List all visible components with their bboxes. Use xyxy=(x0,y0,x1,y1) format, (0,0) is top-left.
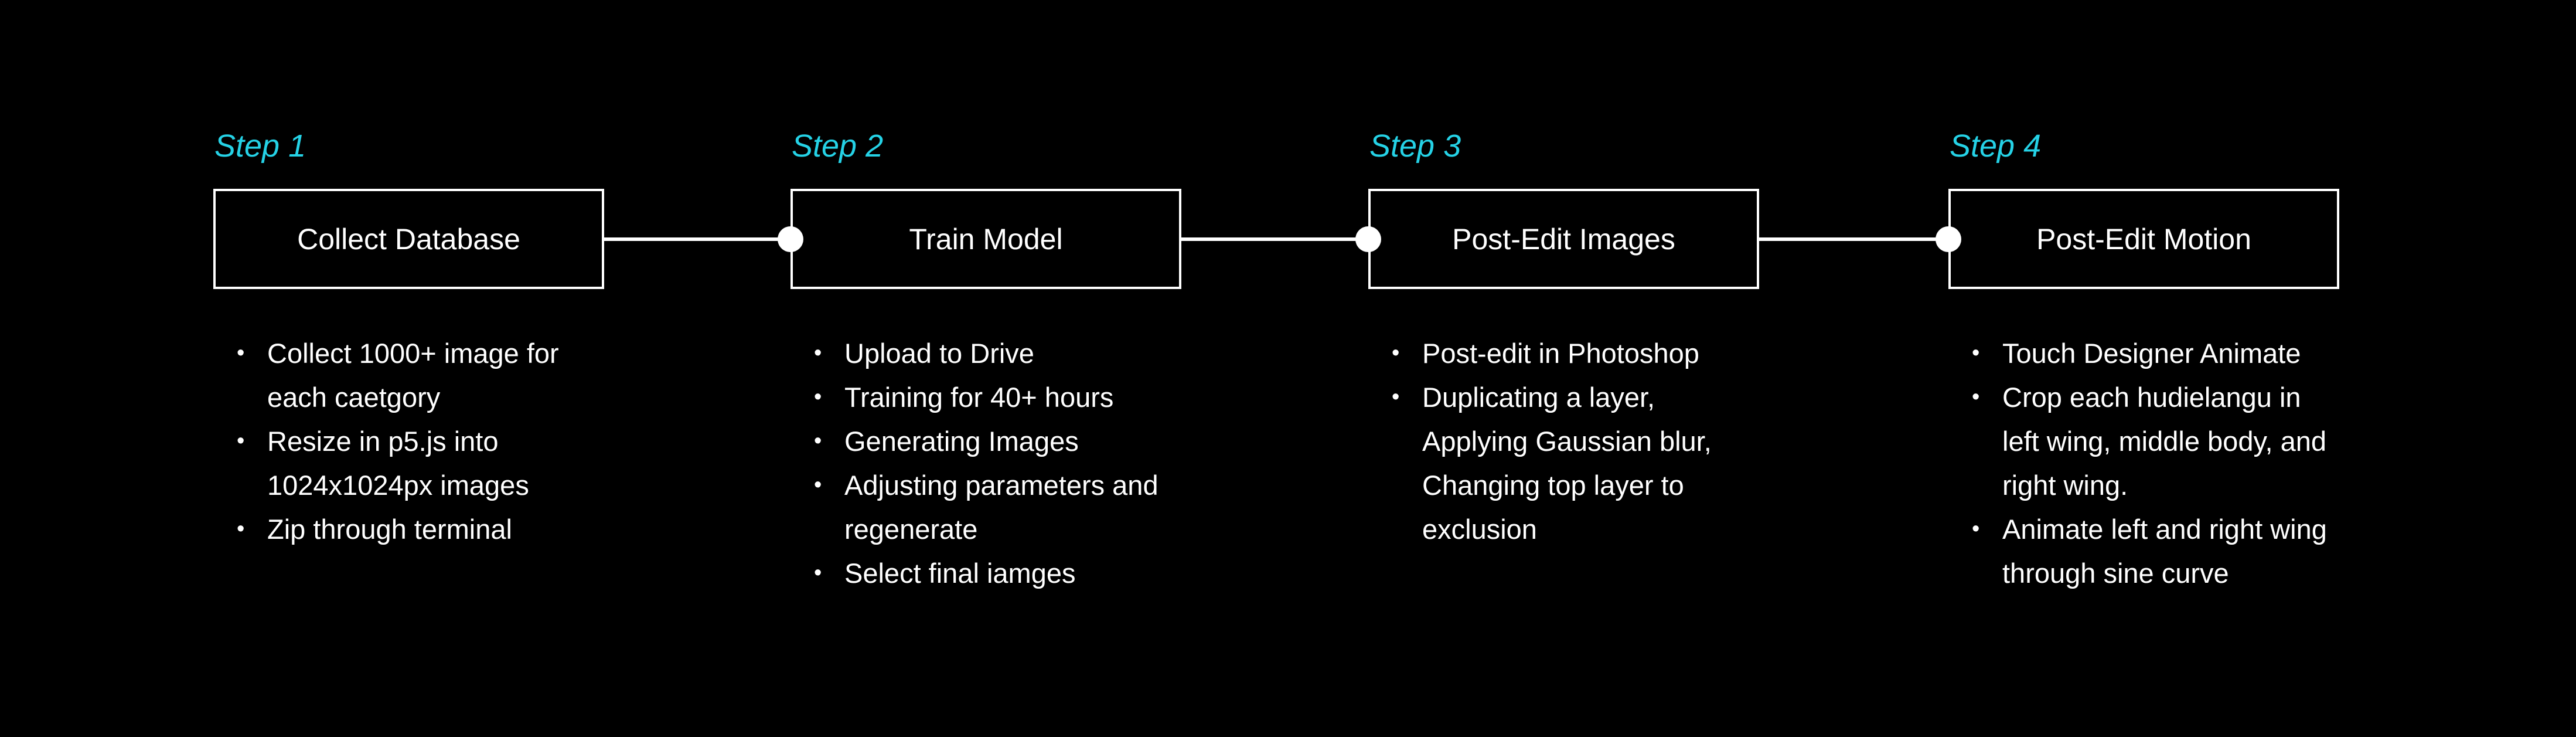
bullet-item: Training for 40+ hours xyxy=(812,375,1187,419)
connector-line-step1-step2 xyxy=(604,237,790,241)
step-3-box: Post-Edit Images xyxy=(1368,189,1759,289)
connector-line-step3-step4 xyxy=(1759,237,1948,241)
step-4-label: Step 4 xyxy=(1950,128,2042,164)
bullet-item: Duplicating a layer, Applying Gaussian b… xyxy=(1389,375,1764,551)
step-3-bullet-list: Post-edit in Photoshop Duplicating a lay… xyxy=(1389,331,1764,551)
step-1-label: Step 1 xyxy=(214,128,306,164)
bullet-item: Touch Designer Animate xyxy=(1970,331,2345,375)
step-2-bullet-list: Upload to Drive Training for 40+ hours G… xyxy=(812,331,1187,595)
step-4-bullet-list: Touch Designer Animate Crop each hudiela… xyxy=(1970,331,2345,595)
step-3-label: Step 3 xyxy=(1369,128,1461,164)
bullet-item: Post-edit in Photoshop xyxy=(1389,331,1764,375)
bullet-item: Zip through terminal xyxy=(234,507,609,551)
bullet-item: Resize in p5.js into 1024x1024px images xyxy=(234,419,609,507)
bullet-item: Upload to Drive xyxy=(812,331,1187,375)
step-1-box-title: Collect Database xyxy=(297,222,520,256)
bullet-item: Adjusting parameters and regenerate xyxy=(812,463,1187,551)
connector-line-step2-step3 xyxy=(1181,237,1368,241)
step-1-bullet-list: Collect 1000+ image for each caetgory Re… xyxy=(234,331,609,551)
step-2-box: Train Model xyxy=(790,189,1181,289)
step-1-box: Collect Database xyxy=(213,189,604,289)
bullet-item: Generating Images xyxy=(812,419,1187,463)
step-4-box: Post-Edit Motion xyxy=(1948,189,2339,289)
bullet-item: Animate left and right wing through sine… xyxy=(1970,507,2345,595)
bullet-item: Collect 1000+ image for each caetgory xyxy=(234,331,609,419)
step-4-box-title: Post-Edit Motion xyxy=(2036,222,2251,256)
step-2-label: Step 2 xyxy=(792,128,884,164)
bullet-item: Select final iamges xyxy=(812,551,1187,595)
bullet-item: Crop each hudielangu in left wing, middl… xyxy=(1970,375,2345,507)
step-3-box-title: Post-Edit Images xyxy=(1452,222,1675,256)
step-2-box-title: Train Model xyxy=(909,222,1063,256)
